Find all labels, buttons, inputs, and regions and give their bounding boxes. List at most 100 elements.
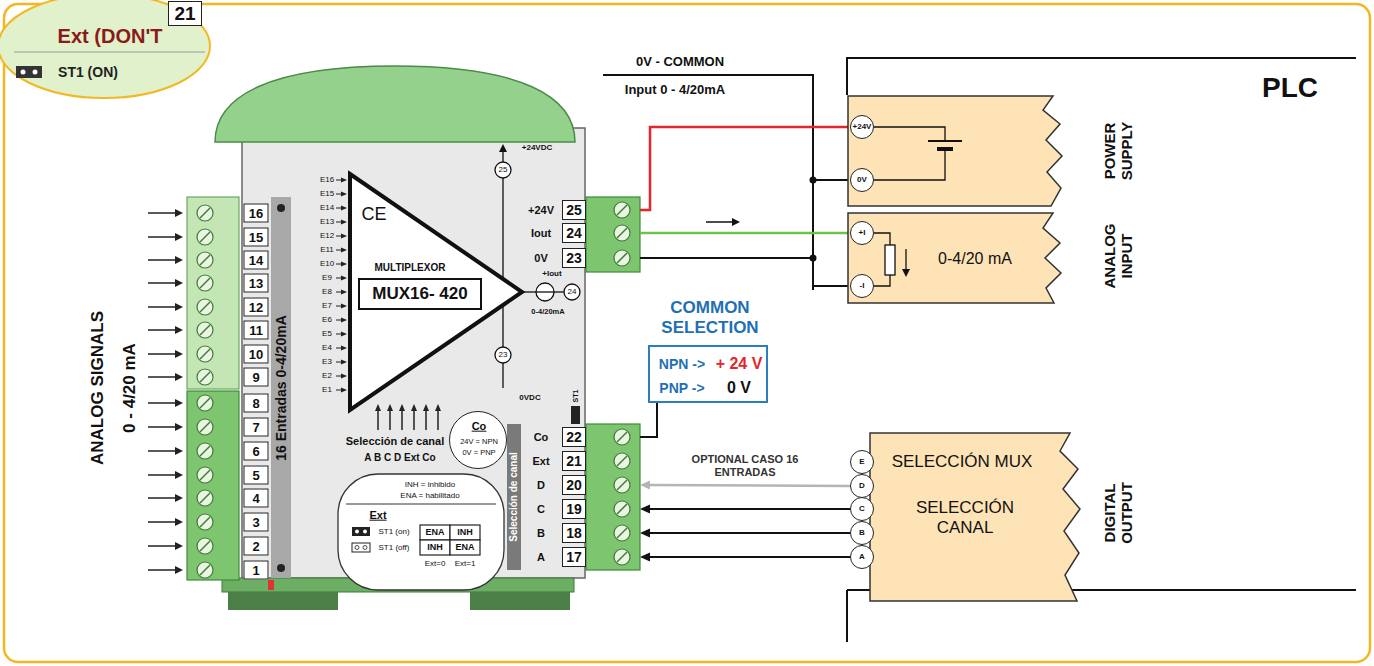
table-row-label: ST1 (off) [379, 543, 410, 552]
device-housing [228, 592, 338, 610]
terminal-pin: +I [850, 221, 874, 245]
plc: PLCPOWER SUPPLY+24V0V0-4/20 mAANALOG INP… [845, 56, 1356, 642]
divider-line [14, 51, 205, 52]
channel-label: E6 [322, 315, 332, 324]
terminal-blocks [197, 369, 213, 385]
channel-input-arrows [336, 192, 347, 197]
terminal-number: 3 [244, 513, 269, 532]
resistor-wire [874, 233, 890, 245]
ext-table [450, 540, 480, 555]
arrow-head [640, 505, 650, 514]
terminal-blocks [614, 429, 630, 445]
terminal-blocks [197, 562, 213, 578]
channel-label: E2 [322, 371, 332, 380]
connector-line [649, 484, 850, 487]
terminal-blocks [197, 299, 213, 315]
power-supply-module: POWER SUPPLY+24V0V [848, 96, 1068, 206]
terminal-text: 20 [562, 475, 586, 495]
terminal-number: 1 [244, 561, 269, 580]
ext-table [363, 530, 367, 534]
analog-input-arrows [148, 209, 183, 574]
battery-wire [874, 127, 945, 141]
pin-label: 0VDC [519, 393, 540, 402]
ext-table [338, 474, 504, 590]
channel-input-arrows [336, 276, 347, 281]
terminal: Iout24 [520, 222, 640, 244]
wire-label: Input 0 - 4/20mA [625, 83, 725, 98]
analog-input-arrows [148, 209, 183, 217]
common-note-circle-text: Co [472, 420, 487, 433]
terminal-pin-text: A [859, 552, 865, 561]
terminal: B18 [520, 522, 640, 544]
channel-input-arrows [336, 206, 347, 211]
terminal-text: B [537, 527, 545, 540]
channel-input-arrows [336, 248, 347, 253]
terminal-blocks [614, 453, 630, 469]
terminal-blocks [614, 549, 630, 565]
common-wiring [706, 221, 732, 223]
multiplexer-triangle-text: MULTIPLEXOR [375, 262, 446, 274]
common-selection-box-text: PNP -> [659, 380, 704, 396]
digital-output-module-outline [870, 433, 1080, 601]
device-housing [470, 592, 570, 610]
channel-input-arrows [336, 304, 347, 309]
output-stage [536, 283, 554, 301]
multiplexer-triangle-outline [350, 174, 522, 410]
label-bands [277, 204, 285, 212]
pin-number: 25 [499, 165, 508, 174]
callout-ellipse: Ext (DON'TST1 (ON)21 [0, 0, 214, 100]
connector [640, 481, 850, 490]
battery-wire [874, 149, 945, 180]
channel-input-arrows [336, 290, 347, 295]
channel-input-arrows [336, 234, 347, 239]
channel-label: E15 [320, 189, 334, 198]
callout-ellipse-outline [0, 0, 210, 98]
common-wiring [732, 218, 740, 226]
terminal-number: 13 [244, 274, 269, 293]
common-selection-box-text: NPN -> [659, 356, 705, 372]
channel-label: E10 [320, 259, 334, 268]
terminal-number: 5 [244, 466, 269, 485]
channel-label: E13 [320, 217, 334, 226]
edge-label: OPTIONAL CASO 16 ENTRADAS [682, 453, 808, 478]
terminal-number: 10 [244, 345, 269, 364]
pin-number: 24 [568, 287, 577, 296]
terminal-number: 7 [244, 418, 269, 437]
resistor-symbol [885, 245, 895, 275]
analog-input-module-text: ANALOG INPUT [1101, 219, 1136, 294]
terminal-number: 8 [244, 394, 269, 413]
connector-line [649, 532, 850, 534]
common-note-circle-text: 0V = PNP [462, 449, 495, 458]
terminal-number: 14 [244, 251, 269, 270]
channel-label: E12 [320, 231, 334, 240]
analog-input-arrows [148, 566, 183, 574]
table-cell: ENA [425, 527, 444, 537]
select-arrows [399, 404, 405, 430]
terminal-text: C [537, 503, 545, 516]
table-note: INH = inhibido [405, 480, 455, 489]
table-column-label: Ext=0 [425, 559, 446, 568]
select-letters: A B C D Ext Co [364, 452, 435, 464]
channel-label: E8 [322, 287, 332, 296]
common-selection-box: COMMON SELECTIONNPN ->+ 24 VPNP ->0 V [648, 345, 768, 403]
terminal-text: +24V [528, 204, 554, 217]
common-note-circle: Co24V = NPN0V = PNP [449, 411, 507, 469]
power-supply-module-outline [848, 96, 1068, 206]
table-note: ENA = habilitado [400, 491, 459, 500]
connector-line [649, 508, 850, 510]
ce-mark: CE [361, 204, 386, 225]
common-selection-box-text: + 24 V [716, 355, 763, 373]
device-housing [215, 66, 575, 142]
terminal-pin: E [850, 450, 874, 474]
output-stage [495, 162, 511, 178]
terminal-text: 19 [562, 499, 586, 519]
label-bands [271, 197, 291, 578]
terminal-blocks [197, 419, 213, 435]
terminal-pin-text: D [859, 481, 865, 490]
table-title: Ext [369, 509, 386, 522]
jumper-symbol [33, 70, 38, 75]
connector [640, 505, 850, 514]
output-stage [554, 291, 564, 292]
analog-input-arrows [148, 303, 183, 311]
ext-table [450, 525, 480, 540]
